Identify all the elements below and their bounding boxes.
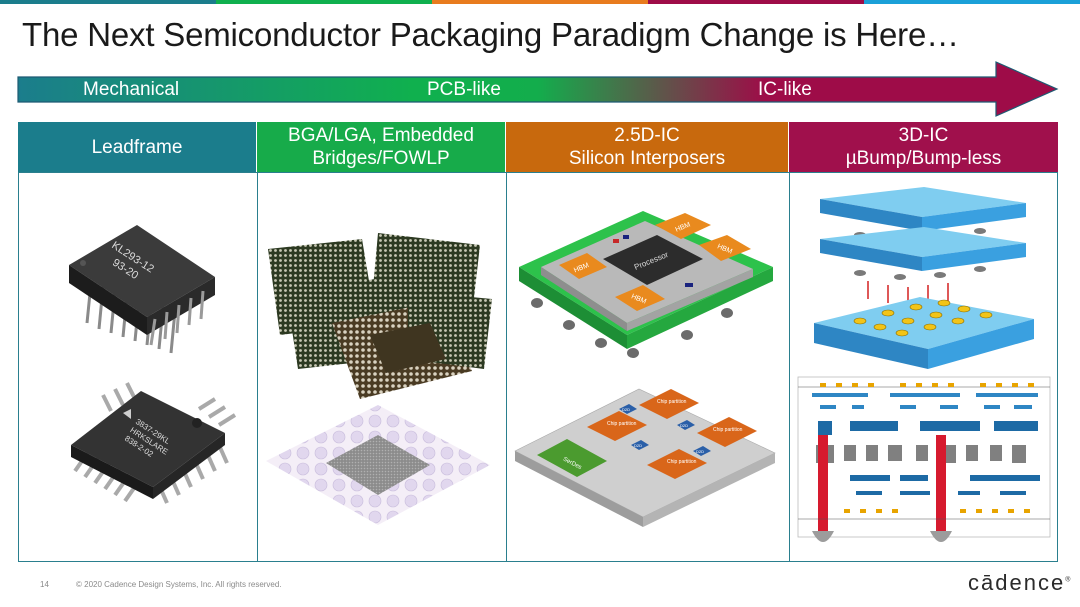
column-3d	[789, 172, 1058, 562]
slide-title: The Next Semiconductor Packaging Paradig…	[22, 16, 959, 53]
cadence-logo: cādence®	[968, 570, 1070, 596]
logo-text: cādence	[968, 570, 1066, 595]
header-bga-line2: Bridges/FOWLP	[312, 148, 450, 169]
progression-arrow	[17, 61, 1059, 117]
logo-registered-mark: ®	[1065, 576, 1071, 584]
3d-cross-section-image	[797, 376, 1051, 542]
interposer-image: Processor HBM HBM HBM HBM	[519, 211, 773, 358]
arrow-label-ic-like: IC-like	[758, 79, 812, 100]
accent-segment-3	[432, 0, 648, 4]
header-3d-line2: µBump/Bump-less	[845, 148, 1002, 169]
dip-package-image: KL293-12 93-20	[69, 225, 215, 354]
chiplet-label-3: Chip partition	[667, 459, 697, 465]
header-leadframe-line1: Leadframe	[91, 136, 183, 158]
chiplet-label-1: Chip partition	[657, 399, 687, 405]
header-leadframe: Leadframe	[18, 122, 256, 172]
top-accent-bar	[0, 0, 1080, 4]
fowlp-package-image	[266, 405, 490, 525]
arrow-label-mechanical: Mechanical	[83, 79, 180, 100]
d2d-label-2: D2D	[680, 423, 688, 428]
page-number: 14	[40, 580, 49, 589]
chiplet-label-4: Chip partition	[713, 427, 743, 433]
d2d-label-4: D2D	[696, 449, 704, 454]
copyright-text: © 2020 Cadence Design Systems, Inc. All …	[76, 580, 282, 589]
chiplet-label-2: Chip partition	[607, 421, 637, 427]
d2d-label-3: D2D	[634, 443, 642, 448]
column-bga	[257, 172, 507, 562]
chiplet-image: SerDes Chip partition Chip partition Chi…	[514, 388, 776, 527]
stacked-die-image	[814, 187, 1034, 369]
header-3d-line1: 3D-IC	[898, 125, 949, 146]
header-25d-line1: 2.5D-IC	[614, 125, 680, 146]
bga-package-image	[268, 233, 492, 399]
column-25d: Processor HBM HBM HBM HBM SerDes	[506, 172, 790, 562]
header-bga-line1: BGA/LGA, Embedded	[288, 125, 474, 146]
accent-segment-1	[0, 0, 216, 4]
accent-segment-5	[864, 0, 1080, 4]
arrow-label-pcb-like: PCB-like	[427, 79, 501, 100]
arrow-shape	[17, 61, 1059, 117]
accent-segment-4	[648, 0, 864, 4]
column-leadframe: KL293-12 93-20	[18, 172, 258, 562]
qfp-package-image: 3837-29KL HRKSLARE 838-2-02	[71, 382, 237, 504]
d2d-label-1: D2D	[622, 407, 630, 412]
accent-segment-2	[216, 0, 432, 4]
header-25d-line2: Silicon Interposers	[568, 148, 726, 169]
